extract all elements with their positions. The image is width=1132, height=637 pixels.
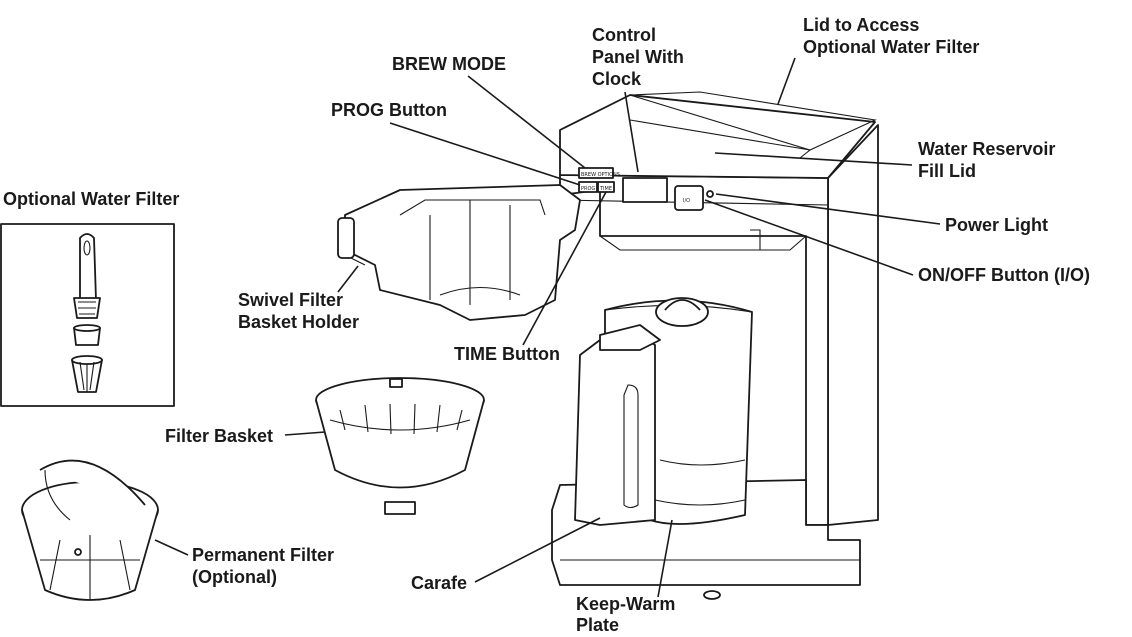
label-keep-warm-2: Plate <box>576 615 620 635</box>
label-carafe: Carafe <box>411 573 468 593</box>
time-button-text: TIME <box>599 186 612 192</box>
carafe-illustration <box>574 297 753 526</box>
leader-permanent <box>154 539 189 556</box>
label-filter-basket: Filter Basket <box>165 426 274 446</box>
label-time-button: TIME Button <box>454 344 560 364</box>
label-keep-warm-1: Keep-Warm <box>576 594 676 614</box>
label-reservoir-2: Fill Lid <box>918 161 976 181</box>
swivel-basket-holder-illustration <box>337 184 581 321</box>
leader-filter-basket <box>284 431 326 436</box>
leader-brew-mode <box>467 75 586 169</box>
prog-button-text: PROG <box>581 186 595 192</box>
permanent-filter-illustration <box>21 459 159 601</box>
leader-carafe <box>474 517 601 583</box>
label-brew-mode: BREW MODE <box>392 54 506 74</box>
water-filter-parts-icon <box>0 223 175 407</box>
label-control-panel-2: Panel With <box>592 47 684 67</box>
label-swivel-1: Swivel Filter <box>238 290 344 310</box>
label-control-panel-3: Clock <box>592 69 642 89</box>
label-lid-access-1: Lid to Access <box>803 15 920 35</box>
label-control-panel-1: Control <box>592 25 656 45</box>
label-prog-button: PROG Button <box>331 100 447 120</box>
leader-power-light <box>715 193 941 225</box>
leader-time <box>522 191 607 346</box>
brew-options-button-text: BREW OPTIONS <box>581 172 620 178</box>
leader-control-panel <box>624 91 639 173</box>
leader-swivel <box>337 265 359 293</box>
label-permanent-1: Permanent Filter <box>192 545 335 565</box>
power-button-text: I/O <box>683 198 690 204</box>
label-swivel-2: Basket Holder <box>238 312 360 332</box>
label-permanent-2: (Optional) <box>192 567 277 587</box>
leader-keep-warm <box>657 519 673 598</box>
label-lid-access-2: Optional Water Filter <box>803 37 980 57</box>
leader-lid-access <box>777 57 796 105</box>
label-reservoir-1: Water Reservoir <box>918 139 1056 159</box>
leader-reservoir <box>714 152 913 166</box>
label-on-off-button: ON/OFF Button (I/O) <box>918 265 1090 285</box>
filter-basket-illustration <box>315 377 485 515</box>
label-optional-water-filter: Optional Water Filter <box>3 189 180 209</box>
leader-lines <box>154 57 941 598</box>
label-power-light: Power Light <box>945 215 1048 235</box>
leader-on-off <box>704 199 914 276</box>
leader-prog <box>389 122 581 186</box>
